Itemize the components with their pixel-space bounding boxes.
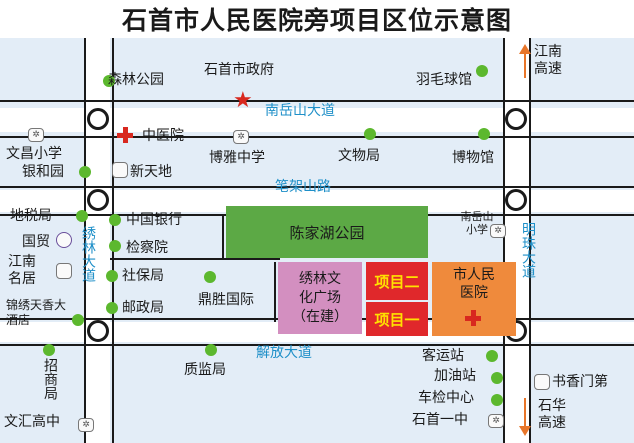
poi-yinhe-garden: 银和园	[22, 164, 64, 180]
bank-icon	[56, 232, 72, 248]
school-icon: ✲	[488, 414, 504, 428]
poi-gas-station: 加油站	[434, 368, 476, 384]
poi-quality-bureau: 质监局	[184, 362, 226, 378]
road-mingzhu	[505, 38, 529, 443]
poi-relics-bureau: 文物局	[338, 148, 380, 164]
intersection	[505, 189, 527, 211]
school-icon: ✲	[28, 128, 44, 142]
poi-civil-affairs: 邮政局	[122, 300, 164, 316]
intersection	[87, 189, 109, 211]
poi-dot	[106, 270, 118, 282]
project-1-label: 项目一	[374, 310, 420, 329]
poi-tcm-hospital: 中医院	[142, 128, 184, 144]
poi-boc: 中国银行	[126, 212, 182, 228]
poi-dot	[109, 240, 121, 252]
road-bijiashan	[0, 190, 634, 212]
project-2-label: 项目二	[374, 272, 420, 291]
poi-dot	[43, 344, 55, 356]
poi-dot	[204, 271, 216, 283]
road-edge	[222, 214, 224, 258]
poi-dot	[103, 75, 115, 87]
school-icon: ✲	[233, 130, 249, 144]
intersection	[87, 320, 109, 342]
road-edge	[0, 344, 634, 346]
block-chenjiahu-park: 陈家湖公园	[226, 206, 428, 258]
hospital-cross-icon	[465, 310, 481, 326]
poi-bus-station: 客运站	[422, 348, 464, 364]
arrow-down-icon	[519, 398, 531, 436]
culture-plaza-line2: 化广场	[299, 289, 341, 306]
block-hospital: 市人民 医院	[432, 262, 516, 336]
road-edge	[0, 136, 634, 138]
poi-boya-school: 博雅中学	[209, 150, 265, 166]
intersection	[87, 108, 109, 130]
poi-social-security: 社保局	[122, 268, 164, 284]
poi-shishou-no1: 石首一中	[412, 412, 468, 428]
poi-museum: 博物馆	[452, 150, 494, 166]
hospital-cross-icon	[117, 127, 133, 143]
poi-dot	[109, 214, 121, 226]
block-project-2: 项目二	[366, 262, 428, 300]
poi-dot	[76, 210, 88, 222]
poi-xintiandi: 新天地	[130, 164, 172, 180]
poi-zhaoshang-bureau: 招商局	[42, 358, 58, 400]
poi-nanyueshan-school: 南岳山小学	[460, 210, 494, 236]
poi-dot	[491, 394, 503, 406]
map-title: 石首市人民医院旁项目区位示意图	[0, 0, 634, 38]
building-icon	[112, 162, 128, 178]
poi-dot	[486, 350, 498, 362]
road-edge	[503, 38, 505, 443]
chenjiahu-park-label: 陈家湖公园	[289, 223, 365, 242]
school-icon: ✲	[490, 224, 506, 238]
hospital-line2: 医院	[460, 285, 488, 301]
road-label-xiulin: 绣林大道	[80, 226, 96, 282]
culture-plaza-line1: 绣林文	[299, 270, 341, 287]
poi-dot	[476, 65, 488, 77]
road-xiulin	[86, 38, 110, 443]
block-project-1: 项目一	[366, 302, 428, 336]
arrow-up-icon	[519, 44, 531, 78]
road-edge	[0, 186, 634, 188]
poi-dot	[491, 372, 503, 384]
culture-plaza-line3: （在建）	[292, 308, 348, 325]
road-edge	[0, 100, 634, 102]
poi-wenchang-school: 文昌小学	[6, 146, 62, 162]
hospital-line1: 市人民	[453, 267, 495, 283]
road-edge	[274, 262, 276, 322]
block-culture-plaza: 绣林文 化广场 （在建）	[278, 262, 362, 334]
poi-dot	[205, 344, 217, 356]
poi-dot	[478, 128, 490, 140]
poi-dingsheng: 鼎胜国际	[198, 292, 254, 308]
school-icon: ✲	[78, 418, 94, 432]
poi-guomao: 国贸	[22, 234, 50, 250]
poi-jiangnan-residence: 江南名居	[8, 254, 36, 287]
poi-city-gov: 石首市政府	[204, 62, 274, 78]
road-edge	[529, 38, 531, 443]
poi-wenhui-school: 文汇高中	[4, 414, 60, 430]
intersection	[505, 108, 527, 130]
poi-badminton: 羽毛球馆	[416, 72, 472, 88]
poi-dot	[364, 128, 376, 140]
direction-jiangnan: 江南高速	[534, 44, 562, 77]
road-label-mingzhu: 明珠大道	[520, 222, 536, 278]
road-edge	[84, 38, 86, 443]
poi-senlin-park: 森林公园	[108, 72, 164, 88]
poi-shuxiang-gate: 书香门第	[552, 374, 608, 390]
road-label-jiefang: 解放大道	[256, 345, 312, 361]
road-label-bijiashan: 笔架山路	[275, 179, 331, 195]
gov-star-icon: ★	[233, 88, 253, 113]
building-icon	[534, 374, 550, 390]
poi-procuratorate: 检察院	[126, 240, 168, 256]
road-label-nanyueshan: 南岳山大道	[265, 103, 335, 119]
building-icon	[56, 263, 72, 279]
poi-dot	[72, 314, 84, 326]
poi-dot	[79, 166, 91, 178]
poi-dot	[106, 302, 118, 314]
direction-shihua: 石华高速	[538, 398, 566, 431]
poi-jinxiu-hotel: 锦绣天香大酒店	[6, 298, 67, 327]
poi-vehicle-check: 车检中心	[418, 390, 474, 406]
road-edge	[110, 258, 280, 260]
poi-tax-bureau: 地税局	[10, 208, 52, 224]
